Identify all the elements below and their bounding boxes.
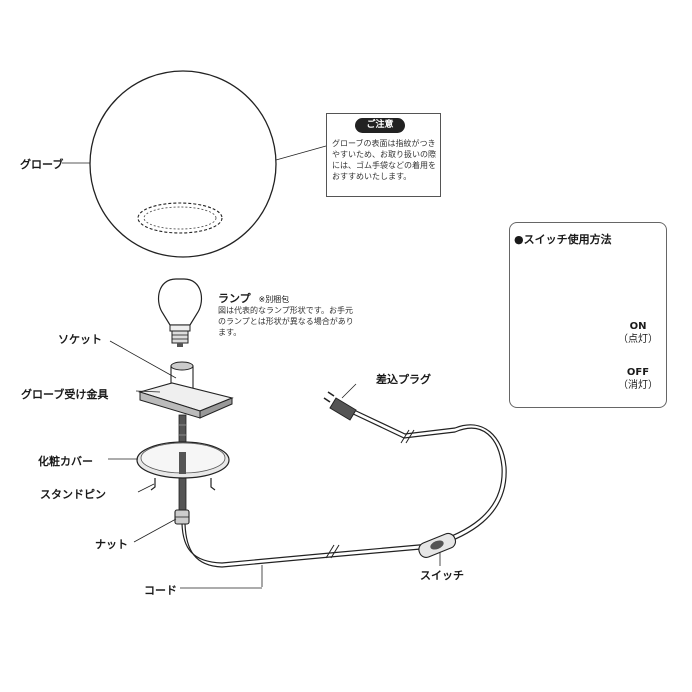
plug-illustration (323, 383, 357, 421)
switch-off-label: OFF (626, 367, 650, 378)
lamp-title: ランプ (218, 292, 251, 305)
nut-label: ナット (95, 538, 128, 551)
cord-label: コード (144, 584, 177, 597)
switch-label: スイッチ (420, 569, 464, 582)
switch-off-sub: （消灯） (618, 380, 658, 391)
caution-text: グローブの表面は指紋がつきやすいため、お取り扱いの際には、ゴム手袋などの着用をお… (332, 139, 436, 181)
nut-illustration (133, 509, 190, 543)
caution-badge: ご注意 (355, 118, 405, 133)
switch-usage-panel (509, 222, 667, 408)
lamp-label: ランプ ※別梱包 (218, 290, 289, 306)
globe-label: グローブ (20, 158, 64, 171)
lamp-bulb-illustration (158, 278, 202, 347)
power-cord (180, 408, 507, 589)
switch-usage-title: ●スイッチ使用方法 (514, 233, 612, 246)
inline-switch-illustration (418, 532, 457, 566)
stand-pin-label: スタンドピン (40, 488, 106, 501)
decorative-cover-illustration (108, 441, 230, 479)
bracket-label: グローブ受け金具 (21, 388, 109, 401)
stand-pins (137, 478, 216, 493)
switch-off-state: OFF （消灯） (616, 366, 660, 392)
switch-on-label: ON (629, 321, 647, 332)
globe-illustration (62, 70, 327, 258)
switch-on-state: ON （点灯） (616, 320, 660, 346)
lamp-subtitle: ※別梱包 (258, 295, 290, 304)
lamp-note: 図は代表的なランプ形状です。お手元のランプとは形状が異なる場合があります。 (218, 306, 354, 337)
socket-label: ソケット (58, 333, 102, 346)
globe-bracket-illustration (135, 382, 234, 419)
switch-on-sub: （点灯） (618, 334, 658, 345)
plug-label: 差込プラグ (376, 373, 431, 386)
cover-label: 化粧カバー (38, 455, 93, 468)
